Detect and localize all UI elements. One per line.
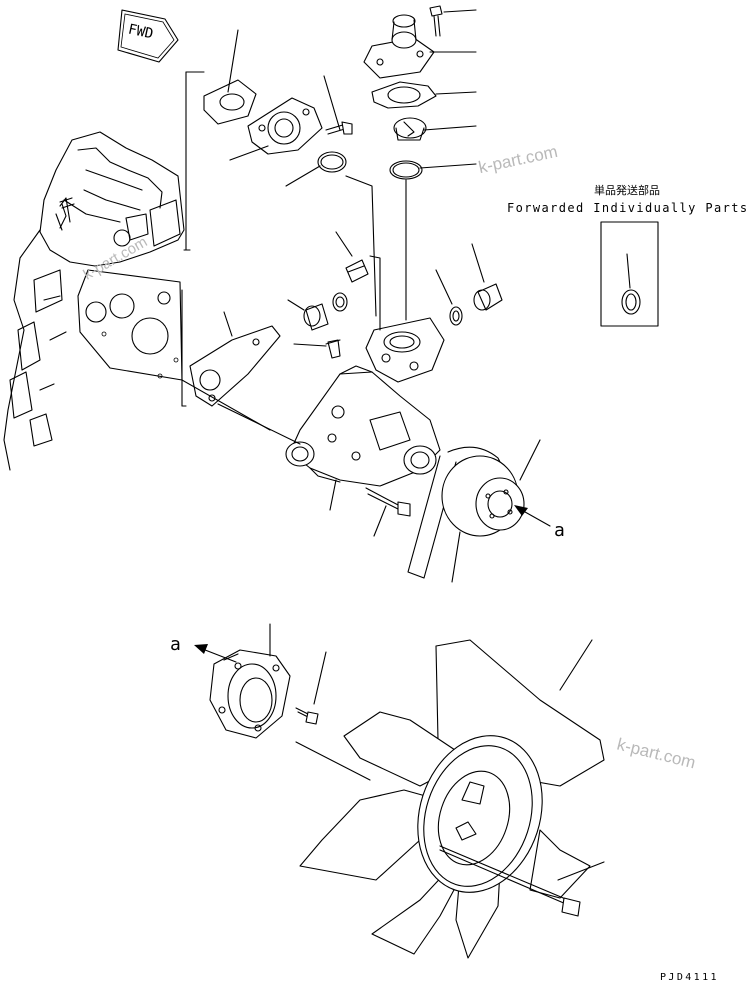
bypass-bolt — [325, 121, 353, 135]
plug-3 — [325, 339, 341, 359]
view-marker-a-right: a — [554, 520, 565, 541]
gasket-upper — [371, 81, 437, 109]
o-ring-thermostat — [389, 160, 423, 180]
thermostat-housing — [365, 317, 445, 383]
thermostat — [393, 117, 427, 141]
gasket-pump — [189, 325, 281, 407]
separate-parts-en: Forwarded Individually Parts — [507, 201, 748, 215]
engine-block — [3, 131, 185, 471]
drawing-code: PJD4111 — [660, 972, 719, 983]
cooling-fan — [299, 639, 605, 959]
view-marker-a-left: a — [170, 634, 181, 655]
pump-bolt — [365, 487, 411, 517]
spacer-bolt — [295, 707, 319, 725]
front-plate — [77, 269, 183, 381]
fan-spacer — [209, 649, 291, 739]
separate-parts-box — [600, 221, 659, 327]
plug-2 — [303, 303, 329, 331]
outlet-bolt — [429, 5, 443, 37]
fan-bolt — [439, 845, 581, 917]
gasket-bypass — [203, 79, 257, 125]
stud — [59, 197, 75, 209]
pump-pulley — [441, 455, 525, 537]
leader-lines — [181, 9, 605, 881]
fan-belt — [407, 446, 505, 579]
o-ring-bypass — [317, 151, 347, 173]
fwd-arrow-icon — [117, 9, 179, 63]
water-pump — [285, 365, 441, 487]
separate-parts-jp: 単品発送部品 — [594, 184, 660, 197]
water-outlet-elbow — [363, 14, 435, 79]
plug-1 — [345, 259, 369, 283]
view-arrow-left-icon — [194, 644, 237, 663]
plug-4 — [473, 283, 503, 311]
bypass-elbow — [247, 97, 323, 155]
view-arrow-right-icon — [514, 505, 551, 527]
washer-1 — [332, 292, 348, 312]
washer-2 — [449, 306, 463, 326]
